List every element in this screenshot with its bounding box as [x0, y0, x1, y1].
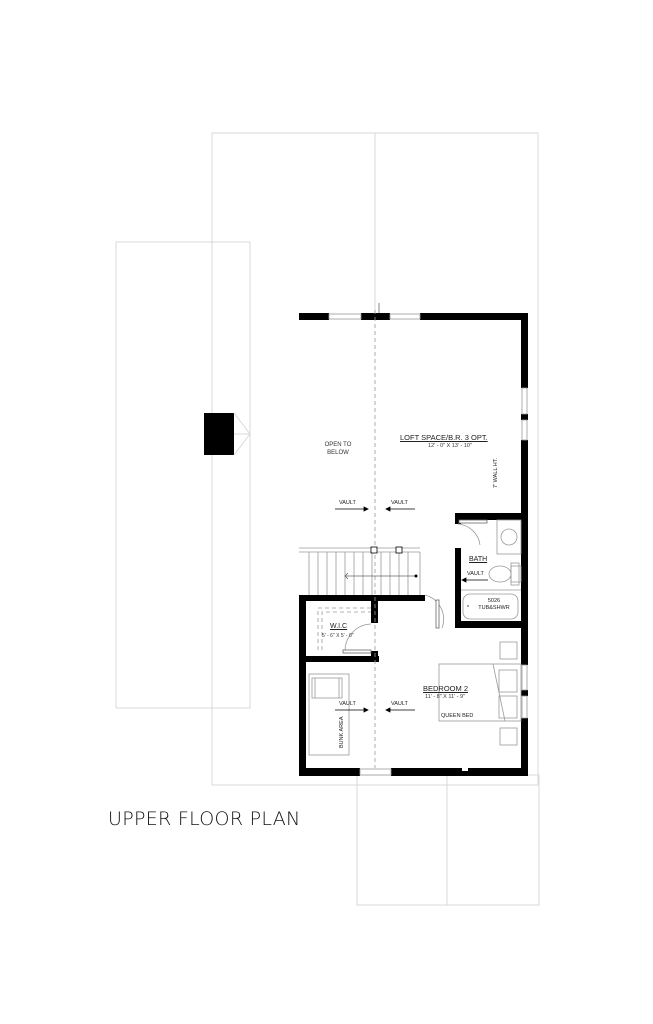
- bunk-area-label: BUNK AREA: [339, 716, 345, 748]
- vault-label: VAULT: [391, 500, 408, 506]
- vault-label: VAULT: [339, 701, 356, 707]
- exterior-walls: [299, 313, 528, 776]
- loft-room-dims: 12' - 0" X 13' - 10": [428, 443, 472, 449]
- vault-label: VAULT: [391, 701, 408, 707]
- wic-label: W.I.C: [330, 623, 348, 630]
- bedroom-door[interactable]: [424, 594, 444, 629]
- bedroom2-label: BEDROOM 2: [423, 684, 469, 693]
- wic-dims: 5' - 6" X 5' - 0": [322, 633, 354, 639]
- queen-bed-label: QUEEN BED: [441, 713, 474, 719]
- vault-label: VAULT: [339, 500, 356, 506]
- loft-room-label: LOFT SPACE/B.R. 3 OPT.: [400, 433, 488, 442]
- open-to-below-label: OPEN TO BELOW: [324, 442, 352, 456]
- vault-label: VAULT: [467, 571, 484, 577]
- staircase[interactable]: [299, 546, 421, 595]
- tub-label: 5026 TUB&SHWR: [478, 598, 510, 611]
- bedroom2-dims: 11' - 8" X 11' - 9": [425, 694, 466, 700]
- bedroom-furniture: [308, 641, 522, 771]
- bath-label: BATH: [469, 556, 488, 563]
- wall-height-label: 7' WALL HT.: [493, 458, 499, 488]
- plan-title: UPPER FLOOR PLAN: [108, 808, 301, 830]
- chimney-icon: [204, 412, 251, 456]
- windows: [328, 313, 528, 776]
- wic-closet: [317, 607, 372, 654]
- vault-arrows: [335, 506, 488, 713]
- bath-fixtures: [457, 519, 522, 620]
